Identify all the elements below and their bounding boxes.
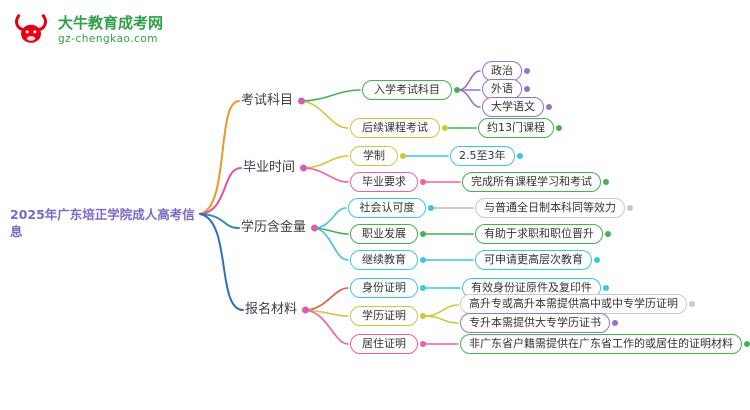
edge [199, 213, 244, 311]
node-same-as-fulltime: 与普通全日制本科同等效力 [475, 198, 625, 218]
logo-text: 大牛教育成考网 gz-chengkao.com [58, 14, 163, 45]
edge [313, 227, 349, 261]
node-complete-courses: 完成所有课程学习和考试 [462, 172, 601, 192]
edge [199, 100, 240, 215]
node-foreign-language: 外语 [482, 79, 522, 99]
edge [199, 167, 242, 215]
edge [302, 155, 349, 169]
edge [313, 207, 347, 229]
node-job-promotion: 有助于求职和职位晋升 [475, 224, 603, 244]
edge [199, 213, 240, 229]
node-follow-up-course-exams: 后续课程考试 [350, 118, 440, 138]
node-id-card: 有效身份证原件及复印件 [462, 278, 601, 298]
node-social-recognition: 社会认可度 [348, 198, 426, 218]
node-politics: 政治 [482, 61, 522, 81]
node-continuing-education: 继续教育 [350, 250, 418, 270]
edge [300, 100, 349, 129]
branch-degree-value: 学历含金量 [241, 220, 307, 235]
node-college-chinese: 大学语文 [482, 97, 544, 117]
node-identity-proof: 身份证明 [350, 278, 418, 298]
node-course-count: 约13门课程 [478, 118, 554, 138]
edge [423, 315, 459, 324]
node-career-development: 职业发展 [350, 224, 418, 244]
edge [302, 167, 349, 183]
edge [304, 287, 349, 311]
bull-logo-icon [15, 14, 47, 43]
node-residence-proof: 居住证明 [350, 334, 418, 354]
edge [457, 89, 481, 108]
edge [313, 227, 349, 235]
edge [304, 309, 349, 345]
node-schooling-length: 学制 [350, 146, 398, 166]
node-college-diploma: 专升本需提供大专学历证书 [460, 313, 610, 333]
node-non-guangdong-proof: 非广东省户籍需提供在广东省工作的或居住的证明材料 [460, 334, 742, 354]
root-node: 2025年广东培正学院成人高考信息 [10, 207, 195, 239]
edge [423, 304, 459, 317]
logo-domain: gz-chengkao.com [58, 32, 159, 45]
logo-title: 大牛教育成考网 [58, 13, 164, 32]
node-highschool-diploma: 高升专或高升本需提供高中或中专学历证明 [460, 294, 687, 314]
site-logo: 大牛教育成考网 gz-chengkao.com [12, 10, 163, 48]
edge [304, 309, 349, 317]
edge [457, 70, 481, 91]
branch-exam-subjects: 考试科目 [241, 93, 294, 108]
node-higher-education: 可申请更高层次教育 [475, 250, 592, 270]
branch-graduation-time: 毕业时间 [243, 160, 296, 175]
node-entrance-exam-subjects: 入学考试科目 [362, 80, 452, 100]
branch-application-materials: 报名材料 [245, 302, 298, 317]
node-graduation-requirements: 毕业要求 [350, 172, 418, 192]
edge [300, 89, 361, 102]
node-duration: 2.5至3年 [450, 146, 515, 166]
node-education-proof: 学历证明 [350, 306, 418, 326]
